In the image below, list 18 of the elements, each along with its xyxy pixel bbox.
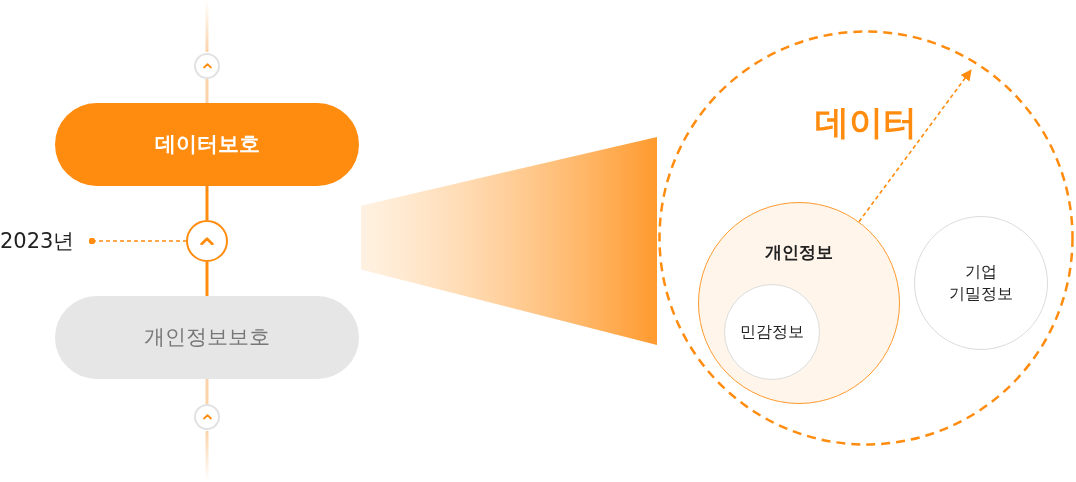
year-label: 2023년 [0,226,92,256]
chevron-circle [186,220,228,262]
chevron-circle [194,404,220,430]
data-circle [658,30,1074,446]
dotted-connector [88,237,187,245]
arrow [858,69,972,223]
connector-line [205,379,209,404]
circle-heading: 개인정보 [765,241,833,264]
spotlight-beam [361,137,657,345]
connector-line [205,262,209,296]
chevron-circle [194,53,220,79]
company-secret-circle: 기업 기밀정보 [914,216,1048,350]
connector-line [205,79,209,103]
sensitive-info-circle: 민감정보 [724,284,820,380]
connector-line [205,186,209,220]
stage-pill: 개인정보보호 [55,296,359,379]
circle-heading: 데이터 [815,101,917,144]
stage-pill: 데이터보호 [55,103,359,186]
